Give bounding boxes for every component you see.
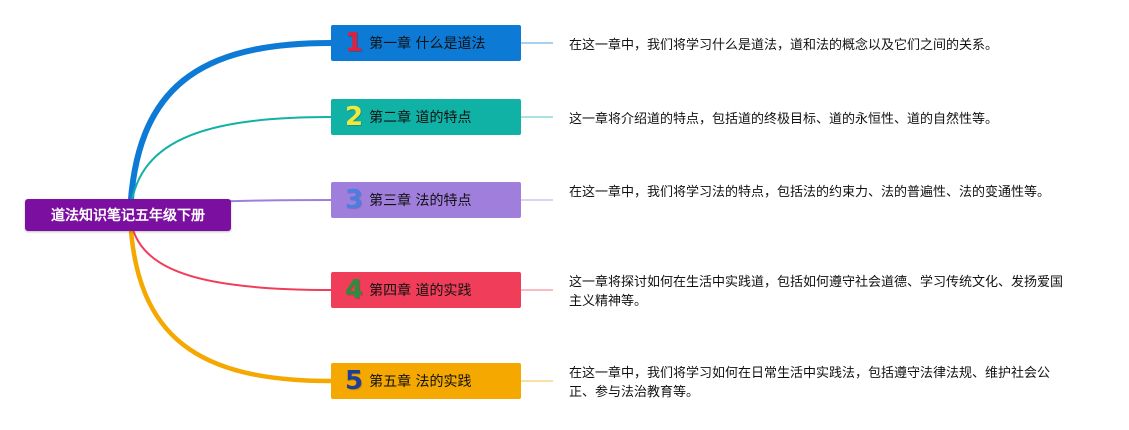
root-topic-label: 道法知识笔记五年级下册: [51, 208, 205, 224]
chapter-4-number: 4: [345, 275, 364, 305]
chapter-3-topic[interactable]: 3 第三章 法的特点: [331, 182, 521, 218]
branch-line-5: [127, 212, 334, 384]
branch-line-1: [127, 40, 334, 218]
chapter-4-title: 第四章 道的实践: [369, 283, 472, 299]
chapter-3-description[interactable]: 在这一章中，我们将学习法的特点，包括法的约束力、法的普遍性、法的变通性等。: [569, 185, 1051, 200]
branch-line-2: [129, 116, 332, 216]
root-topic[interactable]: 道法知识笔记五年级下册: [25, 199, 231, 231]
chapter-1-number: 1: [345, 28, 364, 58]
chapter-1-topic[interactable]: 1 第一章 什么是道法: [331, 25, 521, 61]
chapter-2-description[interactable]: 这一章将介绍道的特点，包括道的终极目标、道的永恒性、道的自然性等。: [569, 112, 999, 127]
chapter-5-description[interactable]: 在这一章中，我们将学习如何在日常生活中实践法，包括遵守法律法规、维护社会公正、参…: [569, 366, 1051, 400]
chapter-2-number: 2: [345, 102, 364, 132]
chapter-1-title: 第一章 什么是道法: [369, 36, 486, 52]
chapter-5-topic[interactable]: 5 第五章 法的实践: [331, 363, 521, 399]
chapter-4-topic[interactable]: 4 第四章 道的实践: [331, 272, 521, 308]
chapter-2-title: 第二章 道的特点: [369, 110, 472, 126]
chapter-4-description[interactable]: 这一章将探讨如何在生活中实践道，包括如何遵守社会道德、学习传统文化、发扬爱国主义…: [569, 275, 1064, 309]
chapter-3-number: 3: [345, 185, 364, 215]
chapter-1-description[interactable]: 在这一章中，我们将学习什么是道法，道和法的概念以及它们之间的关系。: [569, 38, 999, 53]
branch-line-4: [129, 214, 332, 291]
chapter-2-topic[interactable]: 2 第二章 道的特点: [331, 99, 521, 135]
chapter-5-title: 第五章 法的实践: [369, 374, 472, 390]
chapter-3-title: 第三章 法的特点: [369, 193, 472, 209]
chapter-5-number: 5: [345, 366, 364, 396]
